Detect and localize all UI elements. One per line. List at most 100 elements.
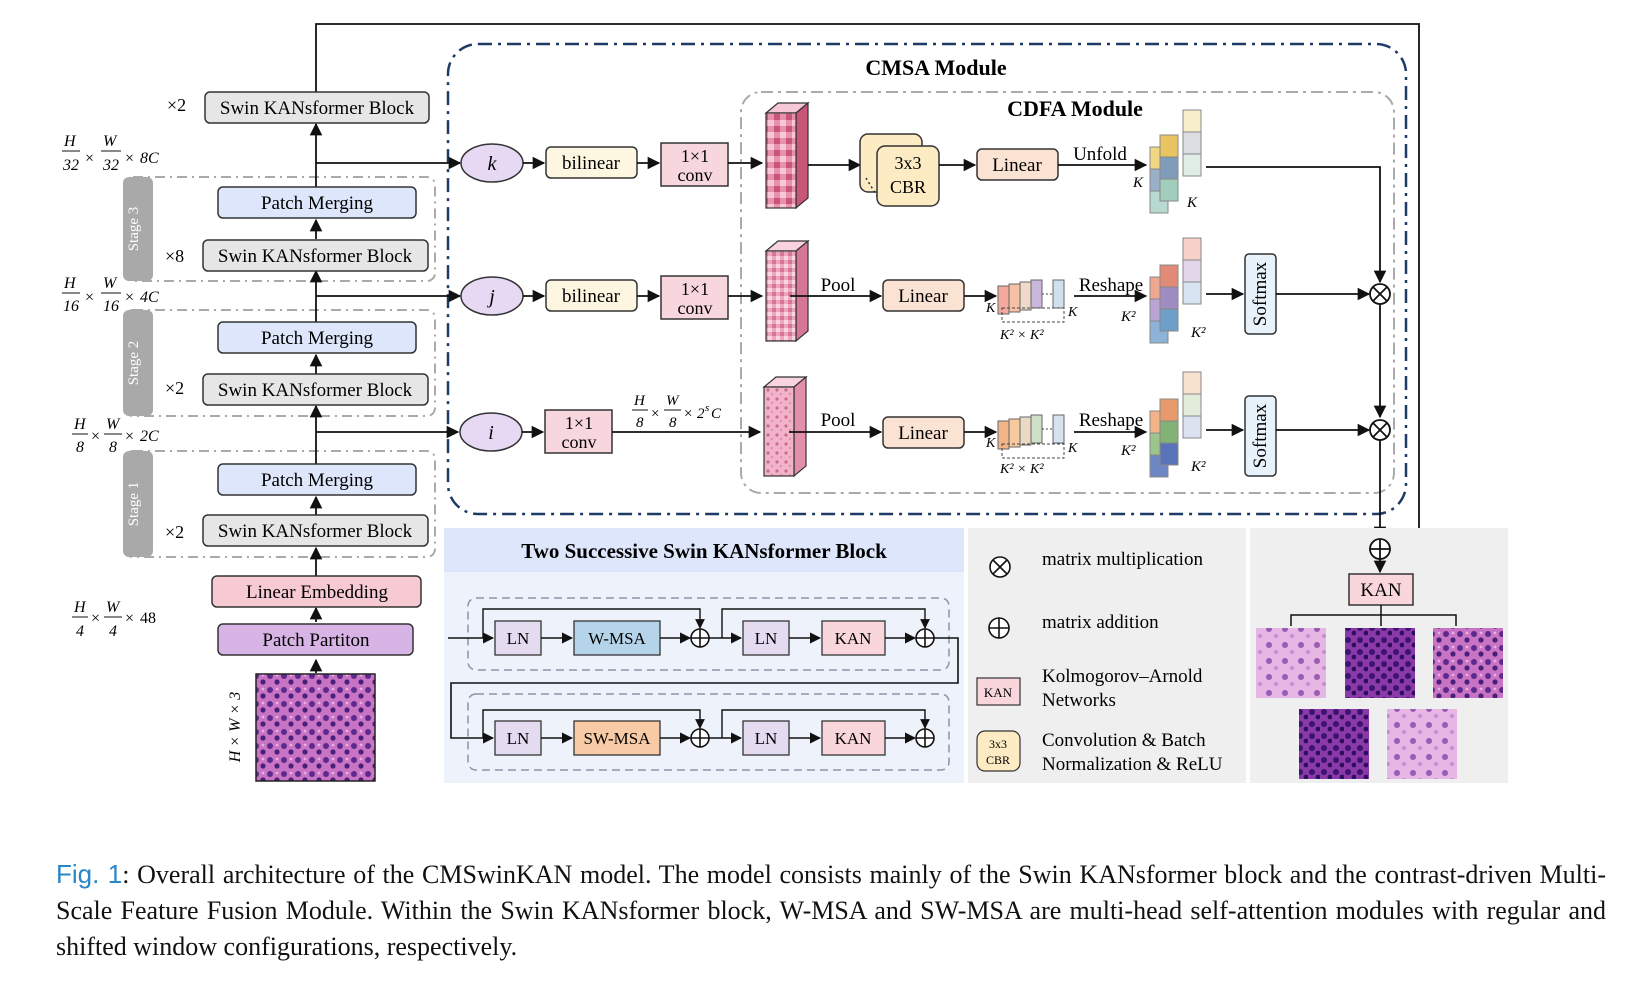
svg-text:s: s	[705, 402, 709, 414]
mult-top: ×2	[167, 95, 186, 115]
input-dim-label: H × W × 3	[227, 692, 244, 763]
svg-text:32: 32	[62, 157, 79, 174]
legend-mult-icon	[989, 556, 1011, 578]
swin-block-top: Swin KANsformer Block	[204, 91, 430, 124]
cdfa-frame	[740, 91, 1395, 494]
legend-kan-text-2: Networks	[1042, 690, 1116, 711]
svg-text:16: 16	[103, 298, 119, 315]
svg-text:k: k	[488, 153, 498, 175]
swin-block-stage3: Swin KANsformer Block	[202, 239, 429, 272]
svg-text:K: K	[985, 436, 996, 451]
svg-text:2: 2	[697, 406, 705, 422]
feature-map-i	[762, 375, 808, 478]
svg-text:CBR: CBR	[890, 177, 926, 197]
svg-text:Patch Merging: Patch Merging	[261, 193, 374, 214]
svg-text:4: 4	[76, 623, 84, 640]
svg-text:×: ×	[125, 150, 134, 167]
svg-text:Swin KANsformer Block: Swin KANsformer Block	[220, 98, 415, 119]
legend-mult-text: matrix multiplication	[1042, 549, 1203, 570]
svg-text:K: K	[1067, 305, 1078, 320]
add-op-output	[1369, 538, 1391, 560]
dim-h8: H8 × W8 ×2C	[72, 416, 159, 456]
softmax-j: Softmax	[1244, 253, 1277, 335]
svg-text:K² × K²: K² × K²	[999, 462, 1044, 477]
output-panel: KAN	[1250, 528, 1508, 783]
svg-text:W: W	[666, 393, 680, 409]
svg-text:conv: conv	[678, 298, 713, 318]
svg-text:K² × K²: K² × K²	[999, 328, 1044, 343]
svg-text:H: H	[73, 599, 87, 616]
mult-stage1: ×2	[165, 522, 184, 542]
pool-label-i: Pool	[821, 410, 856, 431]
linear-embedding: Linear Embedding	[211, 575, 422, 608]
svg-text:j: j	[486, 286, 495, 308]
svg-text:Swin KANsformer Block: Swin KANsformer Block	[218, 380, 413, 401]
conv-k: 1×1 conv	[660, 142, 729, 187]
patch-partition: Patch Partiton	[217, 623, 414, 656]
svg-text:LN: LN	[755, 729, 778, 748]
feature-map-k	[764, 101, 810, 210]
feature-map-j	[764, 239, 810, 343]
svg-text:Linear: Linear	[992, 155, 1042, 176]
patch-merging-3: Patch Merging	[217, 186, 417, 219]
stage2-label: Stage 2	[126, 341, 142, 386]
svg-text:H: H	[633, 393, 646, 409]
bilinear-j: bilinear	[545, 279, 638, 312]
svg-text:8C: 8C	[140, 150, 159, 167]
svg-text:W-MSA: W-MSA	[588, 629, 646, 648]
mult-stage3: ×8	[165, 246, 184, 266]
swin-block-stage1: Swin KANsformer Block	[202, 514, 429, 547]
output-sample-1	[1256, 628, 1326, 698]
svg-text:Softmax: Softmax	[1250, 261, 1271, 326]
swin-detail-title: Two Successive Swin KANsformer Block	[521, 539, 887, 563]
legend-add-icon	[988, 617, 1010, 639]
svg-text:×: ×	[125, 289, 134, 306]
svg-text:KAN: KAN	[835, 729, 872, 748]
svg-text:Linear: Linear	[898, 423, 948, 444]
dim-h4: H4 × W4 ×48	[72, 599, 156, 640]
reshape-tensor-i: K² K²	[1120, 371, 1206, 478]
legend-cbr-icon	[976, 730, 1021, 772]
svg-text:×: ×	[125, 610, 134, 627]
svg-text:8: 8	[76, 439, 84, 456]
svg-text:Swin KANsformer Block: Swin KANsformer Block	[218, 246, 413, 267]
linear-j: Linear	[882, 279, 965, 312]
svg-text:K: K	[1067, 441, 1078, 456]
svg-text:H: H	[63, 133, 77, 150]
input-image	[255, 673, 376, 782]
reshape-tensor-j: K² K²	[1120, 237, 1206, 344]
svg-text:×: ×	[85, 289, 94, 306]
svg-text:3x3: 3x3	[989, 737, 1007, 751]
bilinear-k: bilinear	[545, 146, 638, 179]
legend-add-text: matrix addition	[1042, 612, 1159, 633]
svg-text:Patch Partiton: Patch Partiton	[262, 630, 370, 651]
svg-text:conv: conv	[678, 165, 713, 185]
architecture-figure: Stage 3 Stage 2 Stage 1 Swin KANsformer …	[62, 23, 1508, 783]
svg-text:48: 48	[140, 610, 156, 627]
svg-text:K: K	[1186, 195, 1198, 211]
caption-text: : Overall architecture of the CMSwinKAN …	[56, 860, 1606, 961]
svg-text:×: ×	[91, 428, 100, 445]
svg-text:LN: LN	[755, 629, 778, 648]
svg-text:i: i	[488, 422, 494, 444]
branch-j: j	[460, 276, 524, 316]
unfold-tensor: K K	[1132, 109, 1202, 214]
cdfa-title: CDFA Module	[1007, 96, 1143, 121]
svg-text:×: ×	[684, 406, 692, 422]
swin-block-stage2: Swin KANsformer Block	[202, 373, 429, 406]
svg-text:W: W	[103, 275, 118, 292]
unfold-label: Unfold	[1073, 144, 1127, 165]
output-sample-5	[1387, 709, 1457, 779]
output-sample-2	[1345, 628, 1415, 698]
svg-text:H: H	[73, 416, 87, 433]
svg-text:SW-MSA: SW-MSA	[583, 729, 651, 748]
figure-caption: Fig. 1: Overall architecture of the CMSw…	[56, 856, 1606, 965]
svg-text:conv: conv	[562, 432, 597, 452]
patch-merging-1: Patch Merging	[217, 463, 417, 496]
pool-tensor-j: K K K² × K²	[985, 279, 1078, 343]
stage1-label: Stage 1	[126, 482, 142, 527]
conv-i: 1×1 conv	[544, 409, 613, 454]
legend-cbr-text-2: Normalization & ReLU	[1042, 754, 1223, 775]
svg-text:4C: 4C	[140, 289, 159, 306]
